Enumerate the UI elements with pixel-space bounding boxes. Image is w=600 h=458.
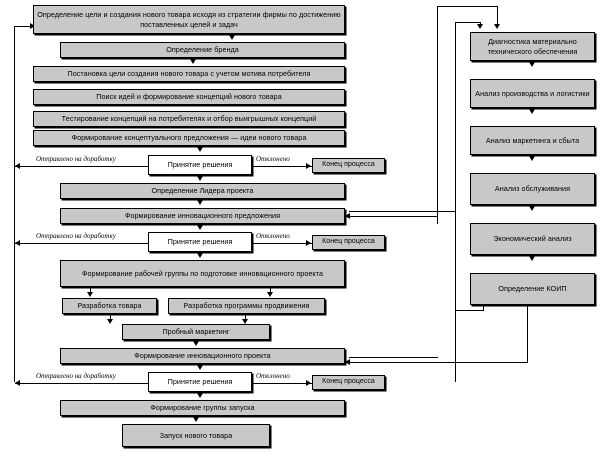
box-diagnostics[interactable]: Диагностика материально технического обе… xyxy=(470,32,595,61)
workgroup-to-promodev-line xyxy=(270,287,271,295)
box-economic-analysis[interactable]: Экономический анализ xyxy=(470,223,595,255)
decision2-rework-line xyxy=(15,243,148,244)
outer-feed-into-r1 xyxy=(497,6,498,26)
outer-feed-vertical-left xyxy=(437,6,438,224)
inner-feed-vertical xyxy=(455,22,456,382)
arrow-outer-feed-into-r1 xyxy=(494,24,500,29)
inner-feed-top xyxy=(455,22,481,23)
arrow-launchgroup-to-launch xyxy=(193,417,199,422)
workgroup-to-productdev-line xyxy=(90,287,91,295)
outer-rail-bottom-to-innovproj xyxy=(349,357,438,358)
rail-branch-to-innovoffer xyxy=(349,216,438,217)
arrow-decision3-to-launchgroup xyxy=(197,393,203,398)
arrow-brand-to-motive xyxy=(190,59,196,64)
box-innovoffer[interactable]: Формирование инновационного предложения xyxy=(60,208,345,224)
decision1-rework-label: Отправлено на доработку xyxy=(36,155,116,163)
box-trialmkt[interactable]: Пробный маркетинг xyxy=(122,324,270,340)
terminator-2[interactable]: Конец процесса xyxy=(312,235,385,250)
box-innovproj[interactable]: Формирование инновационного проекта xyxy=(60,348,345,364)
arrow-innovproj-to-decision3 xyxy=(197,365,203,370)
decision1-reject-line xyxy=(252,166,312,167)
outer-feed-top xyxy=(437,6,498,7)
arrow-r4-to-r5 xyxy=(529,206,535,211)
decision3-reject-line xyxy=(252,383,312,384)
arrow-trialmkt-to-innovproj xyxy=(193,341,199,346)
arrow-r3-to-r4 xyxy=(529,156,535,161)
decision2-reject-line xyxy=(252,243,312,244)
box-service-analysis[interactable]: Анализ обслуживания xyxy=(470,173,595,205)
decision1-rework-line xyxy=(15,166,148,167)
box-goal[interactable]: Определение цели и создания нового товар… xyxy=(33,5,345,34)
box-testing[interactable]: Тестирование концепций на потребителях и… xyxy=(33,111,345,127)
decision3-rework-label: Отправлено на доработку xyxy=(36,372,116,380)
terminator-1[interactable]: Конец процесса xyxy=(312,158,385,173)
box-launchgroup[interactable]: Формирование группы запуска xyxy=(60,400,345,416)
arrow-innovoffer-to-decision2 xyxy=(197,225,203,230)
decision3-rework-arrow xyxy=(15,380,20,386)
promodev-down-line xyxy=(245,314,246,322)
rail-branch-service-level xyxy=(349,211,456,212)
arrow-r1-to-r2 xyxy=(529,62,535,67)
decision3-rework-line xyxy=(15,383,148,384)
box-ideas[interactable]: Поиск идей и формирование концепций ново… xyxy=(33,89,345,105)
decision-3[interactable]: Принятие решения xyxy=(148,372,252,392)
decision2-reject-arrow xyxy=(306,240,311,246)
r6-jog-to-inner-rail xyxy=(455,310,483,311)
decision1-reject-label: Отклонено xyxy=(256,155,290,163)
box-marketing-analysis[interactable]: Анализ маркетинга и сбыта xyxy=(470,126,595,155)
box-concept[interactable]: Формирование концептуального предложения… xyxy=(33,130,345,146)
arrow-workgroup-to-promodev xyxy=(267,292,273,297)
decision3-reject-arrow xyxy=(306,380,311,386)
box-motive[interactable]: Постановка цели создания нового товара с… xyxy=(33,66,345,82)
decision-2[interactable]: Принятие решения xyxy=(148,232,252,252)
r6-return-vertical xyxy=(527,305,528,363)
decision2-rework-label: Отправлено на доработку xyxy=(36,232,116,240)
box-production-analysis[interactable]: Анализ производства и логистики xyxy=(470,79,595,108)
decision2-reject-label: Отклонено xyxy=(256,232,290,240)
r6-return-horizontal xyxy=(349,362,528,363)
decision1-rework-arrow xyxy=(15,163,20,169)
decision-1[interactable]: Принятие решения xyxy=(148,155,252,175)
box-brand[interactable]: Определение бренда xyxy=(60,42,345,58)
box-leader[interactable]: Определение Лидера проекта xyxy=(60,183,345,199)
arrow-r6-return-to-innovproj xyxy=(345,359,350,365)
arrow-promodev-to-trialmkt xyxy=(242,319,248,324)
arrow-leader-to-innovoffer xyxy=(197,200,203,205)
box-promodev[interactable]: Разработка программы продвижения xyxy=(168,298,325,314)
productdev-down-line xyxy=(110,314,111,322)
arrow-inner-feed-into-r1 xyxy=(477,24,483,29)
box-workgroup[interactable]: Формирование рабочей группы по подготовк… xyxy=(60,260,345,287)
left-loop-spine xyxy=(14,26,15,382)
terminator-3[interactable]: Конец процесса xyxy=(312,375,385,390)
box-productdev[interactable]: Разработка товара xyxy=(62,298,157,314)
arrow-r5-to-r6 xyxy=(529,256,535,261)
r6-jog-vertical xyxy=(483,305,484,311)
left-loop-top-arrow xyxy=(30,23,35,29)
box-koip[interactable]: Определение КОИП xyxy=(470,273,595,305)
arrow-productdev-to-trialmkt xyxy=(107,319,113,324)
arrow-decision1-to-leader xyxy=(197,176,203,181)
decision2-rework-arrow xyxy=(15,240,20,246)
arrow-r2-to-r3 xyxy=(529,109,535,114)
box-launch[interactable]: Запуск нового товара xyxy=(122,424,270,447)
arrow-rail-to-innovoffer xyxy=(345,213,350,219)
arrow-goal-to-brand xyxy=(229,35,235,40)
decision1-reject-arrow xyxy=(306,163,311,169)
left-loop-top-segment xyxy=(14,26,36,27)
decision3-reject-label: Отклонено xyxy=(256,372,290,380)
arrow-workgroup-to-productdev xyxy=(87,292,93,297)
arrow-concept-to-decision1 xyxy=(197,147,203,152)
arrow-decision2-to-workgroup xyxy=(197,253,203,258)
